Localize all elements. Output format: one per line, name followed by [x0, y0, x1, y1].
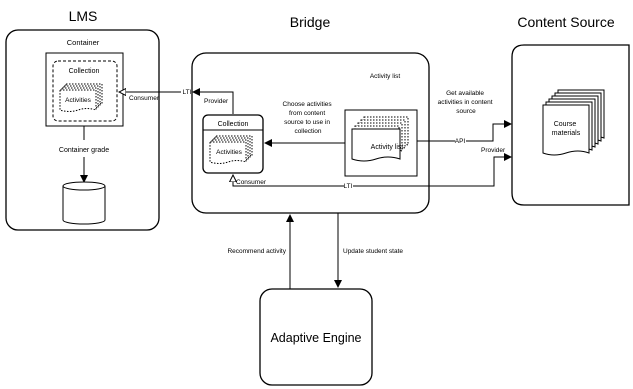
- bridge-title: Bridge: [290, 14, 331, 30]
- bridge-consumer-label: Consumer: [236, 179, 267, 186]
- lti-bottom-right-arrow: [353, 153, 512, 187]
- recommend-activity-label: Recommend activity: [227, 248, 286, 255]
- course-materials-stack: [542, 89, 605, 156]
- lms-activities-label: Activities: [65, 97, 91, 104]
- lms-container-label: Container: [67, 38, 100, 47]
- adaptive-engine-box: [259, 288, 373, 386]
- choose-activities-text: Choose activities from content source to…: [283, 101, 334, 135]
- lti-bottom-label: LTI: [344, 183, 353, 190]
- container-grade-label: Container grade: [59, 147, 109, 154]
- content-source-title: Content Source: [517, 14, 614, 30]
- lms-collection-label: Collection: [69, 68, 100, 75]
- database-icon: [62, 181, 106, 225]
- content-provider-label: Provider: [481, 147, 506, 154]
- lti-top-label: LTI: [183, 89, 192, 96]
- lti-bottom-left-arrow: [233, 175, 344, 187]
- update-student-state-label: Update student state: [343, 248, 403, 255]
- lti-top-right-arrow: [192, 88, 234, 114]
- activity-list-label: Activity list: [371, 144, 404, 151]
- bridge-activities-stack: [209, 135, 253, 164]
- bridge-collection-label: Collection: [218, 121, 249, 128]
- adaptive-engine-title: Adaptive Engine: [270, 331, 361, 345]
- bridge-activity-list-header: Activity list: [370, 73, 401, 80]
- lms-activities-stack: [59, 83, 103, 112]
- course-materials-label: Course materials: [552, 121, 581, 137]
- activity-list-stack: [351, 116, 409, 162]
- get-activities-text: Get available activities in content sour…: [438, 90, 495, 115]
- lms-title: LMS: [69, 8, 98, 24]
- api-arrow: [466, 120, 512, 142]
- bridge-provider-label: Provider: [204, 98, 229, 105]
- bridge-activities-label: Activities: [216, 149, 242, 156]
- api-label: API: [455, 138, 466, 145]
- lms-consumer-label: Consumer: [129, 95, 160, 102]
